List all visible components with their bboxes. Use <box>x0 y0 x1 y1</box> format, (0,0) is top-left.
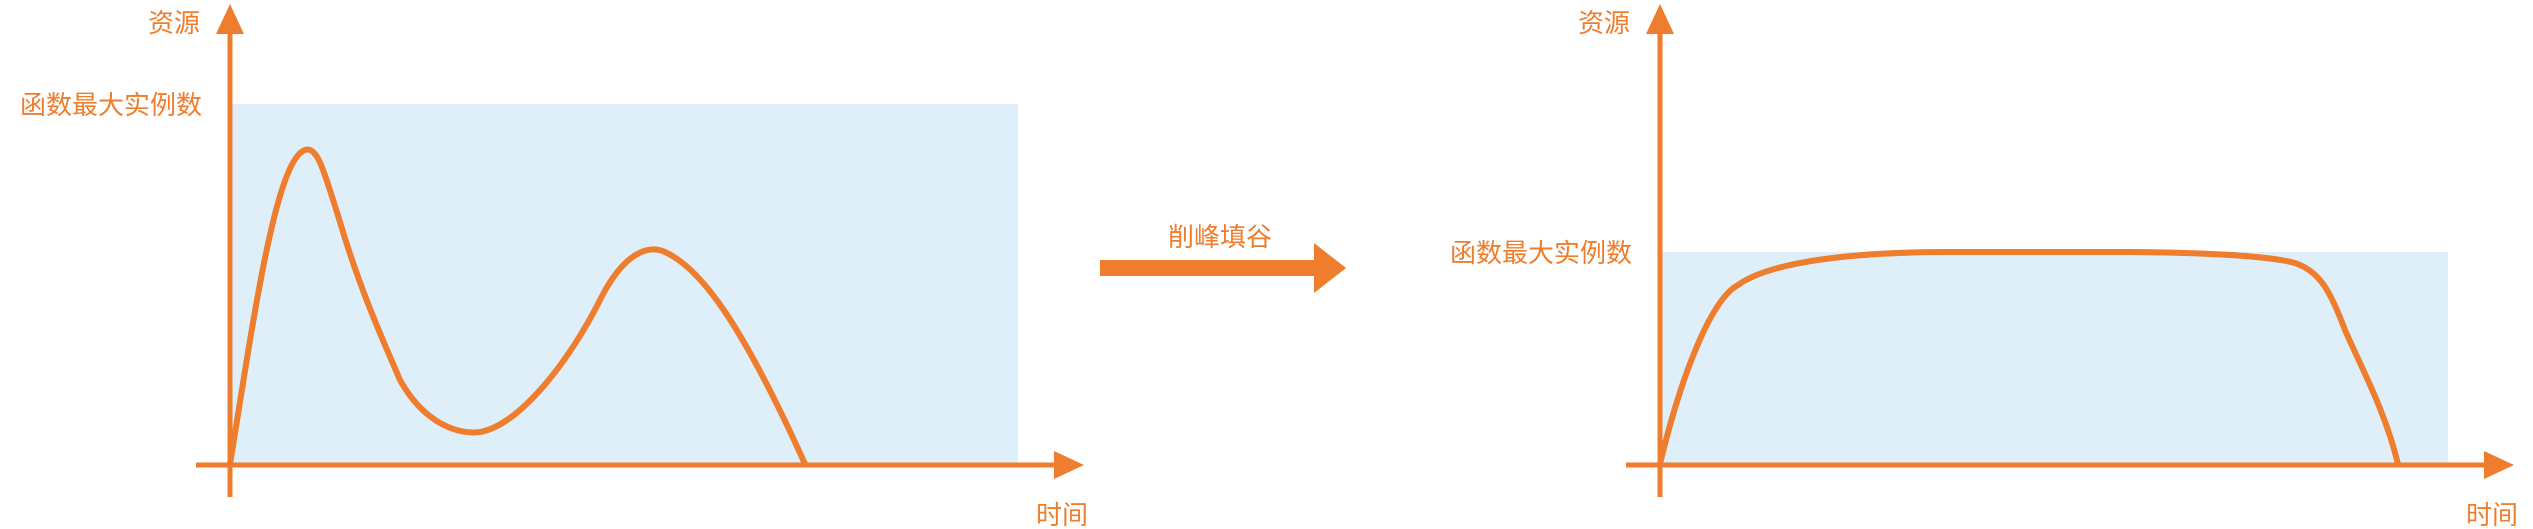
right-capacity-area <box>1660 252 2448 464</box>
left-capacity-area <box>230 104 1018 464</box>
right-limit-label: 函数最大实例数 <box>1450 239 1632 269</box>
right-x-axis-label: 时间 <box>2466 501 2518 529</box>
right-panel: 资源 函数最大实例数 时间 <box>1450 4 2518 529</box>
left-y-axis-arrow <box>216 4 244 34</box>
left-panel: 资源 函数最大实例数 时间 <box>20 4 1088 529</box>
right-y-axis-label: 资源 <box>1578 9 1630 39</box>
transition-arrow-shaft <box>1100 260 1318 276</box>
left-limit-label: 函数最大实例数 <box>20 91 202 121</box>
right-y-axis-arrow <box>1646 4 1674 34</box>
transition-arrow-head <box>1314 243 1346 293</box>
left-x-axis-label: 时间 <box>1036 501 1088 529</box>
right-load-curve <box>1657 249 2401 467</box>
left-y-axis-label: 资源 <box>148 9 200 39</box>
right-x-axis-arrow <box>2484 451 2514 479</box>
left-x-axis-arrow <box>1054 451 1084 479</box>
transition-label: 削峰填谷 <box>1168 223 1272 253</box>
transition-arrow-group: 削峰填谷 <box>1100 223 1346 293</box>
left-load-curve <box>227 146 808 467</box>
